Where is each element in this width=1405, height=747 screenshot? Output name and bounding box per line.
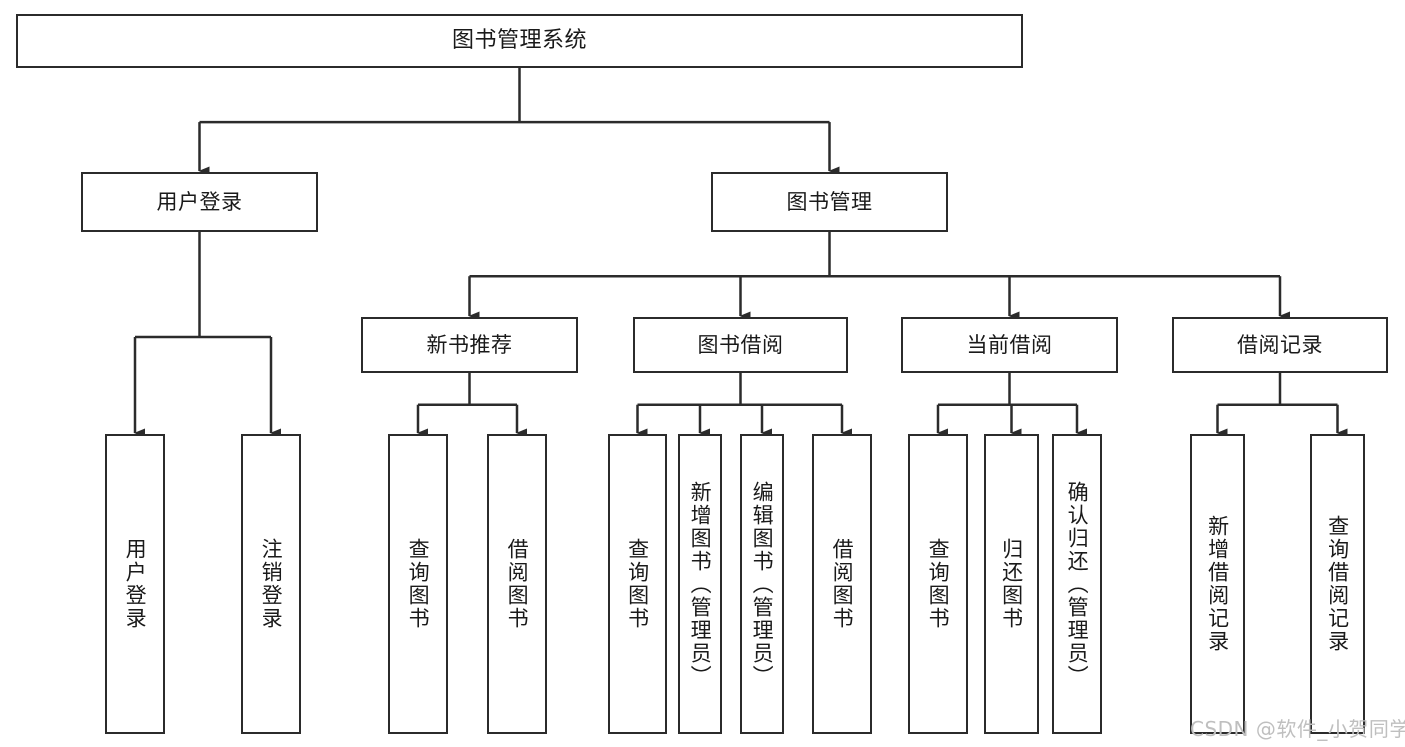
- node-c-confirm[interactable]: 确认归还（管理员）: [1052, 434, 1102, 734]
- node-label-records: 借阅记录: [1237, 332, 1323, 357]
- node-label-b-lend: 借阅图书: [830, 538, 855, 630]
- node-b-query[interactable]: 查询图书: [608, 434, 667, 734]
- node-current[interactable]: 当前借阅: [901, 317, 1118, 373]
- node-label-r-add: 新增借阅记录: [1205, 515, 1230, 653]
- node-label-c-confirm: 确认归还（管理员）: [1065, 480, 1090, 688]
- node-label-l-login: 用户登录: [123, 538, 148, 630]
- node-label-b-query: 查询图书: [625, 538, 650, 630]
- node-bookmgmt[interactable]: 图书管理: [711, 172, 948, 232]
- node-r-add[interactable]: 新增借阅记录: [1190, 434, 1245, 734]
- node-label-n-query: 查询图书: [406, 538, 431, 630]
- node-records[interactable]: 借阅记录: [1172, 317, 1388, 373]
- node-label-c-query: 查询图书: [926, 538, 951, 630]
- node-label-c-return: 归还图书: [999, 538, 1024, 630]
- node-l-logout[interactable]: 注销登录: [241, 434, 301, 734]
- node-root[interactable]: 图书管理系统: [16, 14, 1023, 68]
- node-c-query[interactable]: 查询图书: [908, 434, 968, 734]
- node-c-return[interactable]: 归还图书: [984, 434, 1039, 734]
- node-b-lend[interactable]: 借阅图书: [812, 434, 872, 734]
- node-r-query[interactable]: 查询借阅记录: [1310, 434, 1365, 734]
- edge-group: [133, 68, 1348, 438]
- node-label-borrow: 图书借阅: [697, 332, 784, 357]
- node-n-borrow[interactable]: 借阅图书: [487, 434, 547, 734]
- node-b-add[interactable]: 新增图书（管理员）: [678, 434, 722, 734]
- node-b-edit[interactable]: 编辑图书（管理员）: [740, 434, 784, 734]
- node-label-current: 当前借阅: [966, 332, 1053, 357]
- node-label-root: 图书管理系统: [451, 28, 587, 54]
- watermark: CSDN @软件_小贺同学: [1190, 717, 1405, 741]
- node-label-r-query: 查询借阅记录: [1325, 515, 1350, 653]
- node-label-bookmgmt: 图书管理: [786, 189, 873, 214]
- node-newbook[interactable]: 新书推荐: [361, 317, 578, 373]
- node-label-l-logout: 注销登录: [259, 538, 284, 630]
- node-label-newbook: 新书推荐: [426, 332, 513, 357]
- node-l-login[interactable]: 用户登录: [105, 434, 165, 734]
- node-borrow[interactable]: 图书借阅: [633, 317, 848, 373]
- node-label-login: 用户登录: [156, 189, 243, 214]
- node-n-query[interactable]: 查询图书: [388, 434, 448, 734]
- node-label-b-edit: 编辑图书（管理员）: [750, 480, 775, 688]
- node-label-n-borrow: 借阅图书: [505, 538, 530, 630]
- node-label-b-add: 新增图书（管理员）: [688, 480, 713, 688]
- node-login[interactable]: 用户登录: [81, 172, 318, 232]
